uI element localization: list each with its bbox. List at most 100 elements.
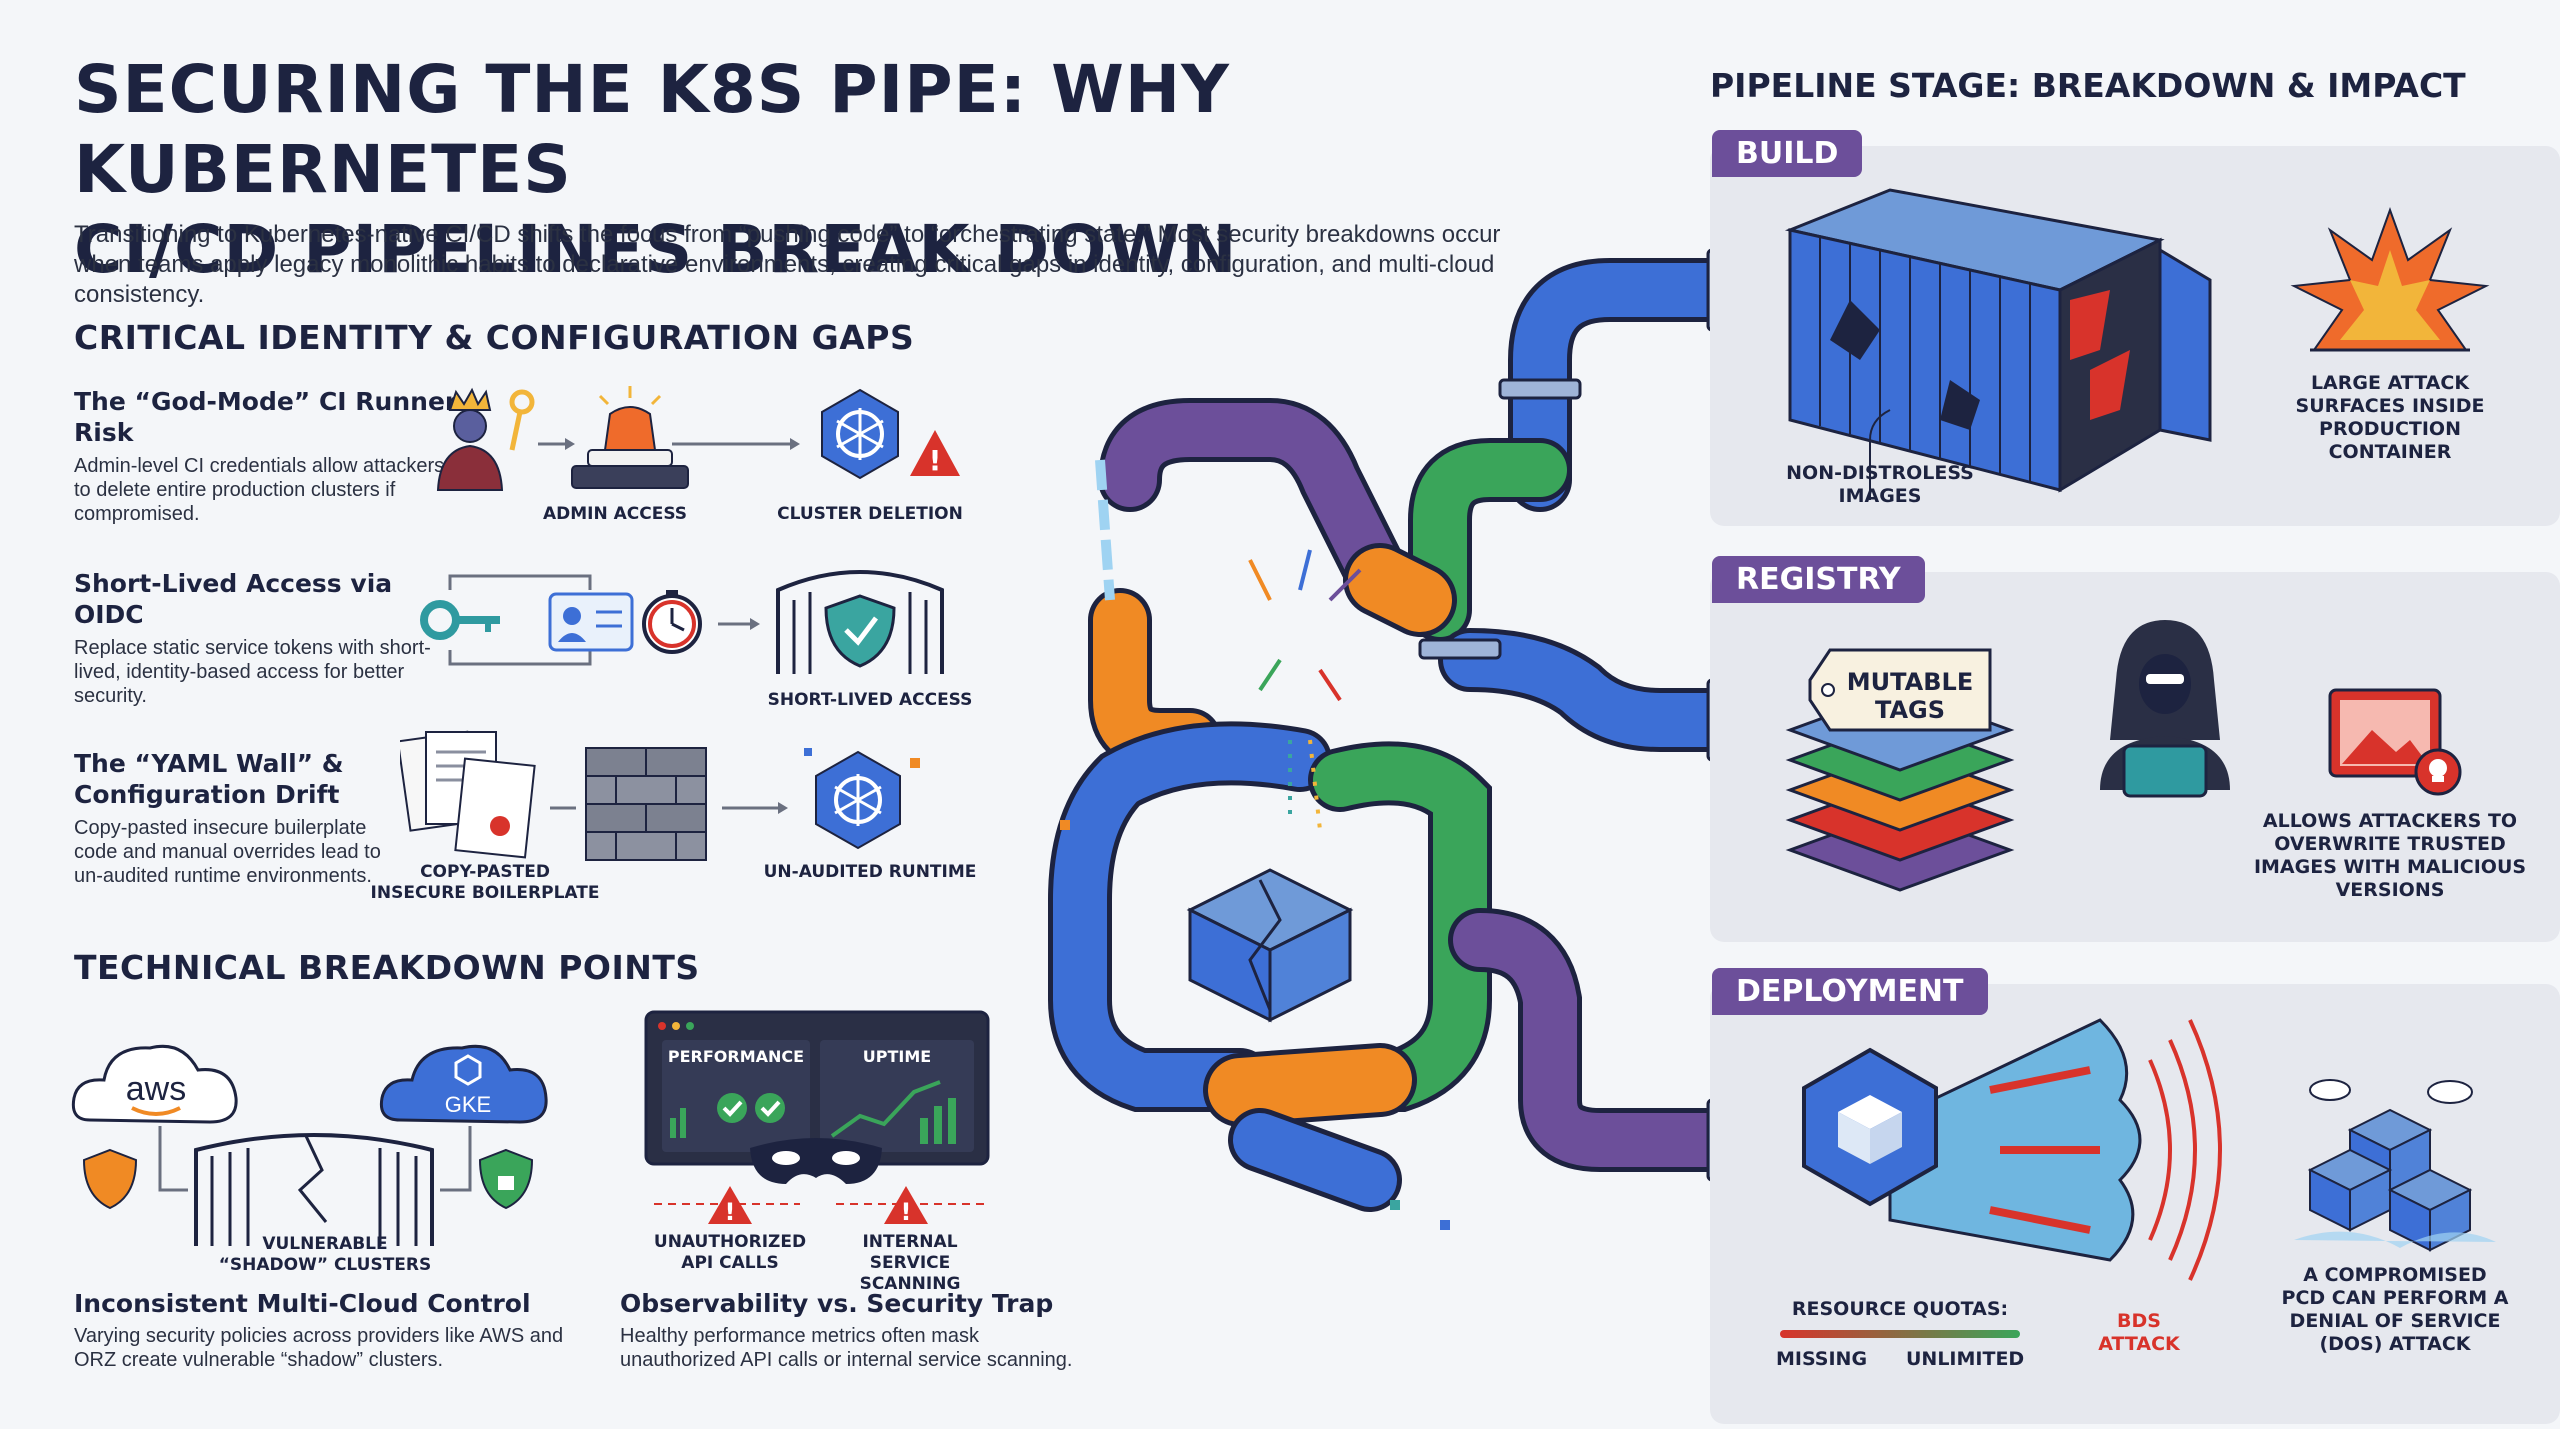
registry-stage-tag: REGISTRY [1712, 556, 1925, 603]
caption-line-1: UNAUTHORIZED [653, 1232, 807, 1252]
arrow [158, 1126, 188, 1192]
attack-line-2: ATTACK [2098, 1333, 2180, 1355]
broken-pipeline-illustration [1048, 248, 1772, 1230]
impact-line-2: OVERWRITE TRUSTED [2274, 833, 2506, 855]
pod-hexagon-icon [1802, 1047, 1938, 1207]
build-impact-text: LARGE ATTACK SURFACES INSIDE PRODUCTION … [2270, 372, 2510, 464]
gap-title: Short-Lived Access via OIDC [74, 569, 393, 629]
caption-unauthorized-api: UNAUTHORIZED API CALLS [640, 1232, 820, 1274]
impact-line-2: SURFACES INSIDE [2295, 395, 2485, 417]
observability-description: Healthy performance metrics often mask u… [620, 1325, 1073, 1371]
gap-item-yaml-wall: The “YAML Wall” & Configuration Drift Co… [74, 748, 404, 888]
svg-text:!: ! [901, 1198, 912, 1226]
caption-line-2: “SHADOW” CLUSTERS [218, 1255, 432, 1275]
gke-cloud-icon: GKE [379, 1044, 548, 1124]
shield-warning-icon [82, 1148, 138, 1210]
aws-cloud-icon: aws [71, 1044, 238, 1124]
observability-illustration: PERFORMANCE UPTIME ! ! [644, 1010, 990, 1226]
tag-icon [1808, 648, 1992, 732]
caption-short-lived-access: SHORT-LIVED ACCESS [767, 690, 973, 710]
leak-splashes [1095, 459, 1362, 831]
deployment-stage-tag: DEPLOYMENT [1712, 968, 1988, 1015]
caption-copy-pasted-boilerplate: COPY-PASTED INSECURE BOILERPLATE [370, 862, 600, 904]
bds-attack-label: BDS ATTACK [2094, 1310, 2184, 1356]
gate-shield-icon [776, 570, 944, 674]
aws-label: aws [126, 1070, 186, 1108]
observability-title: Observability vs. Security Trap [620, 1289, 1054, 1318]
stopwatch-icon [642, 590, 702, 654]
broken-cube-icon [1186, 868, 1354, 1023]
quota-missing-label: MISSING [1776, 1348, 1868, 1370]
malicious-image-icon [2328, 688, 2462, 796]
impact-line-2: PCD CAN PERFORM A [2281, 1287, 2509, 1309]
technical-heading: TECHNICAL BREAKDOWN POINTS [74, 948, 700, 987]
yaml-wall-illustration [400, 730, 920, 861]
caption-line-1: INTERNAL SERVICE [862, 1232, 958, 1273]
performance-panel-label: PERFORMANCE [668, 1047, 804, 1066]
caption-line-2: API CALLS [681, 1253, 779, 1273]
multi-cloud-illustration: aws GKE [71, 1044, 548, 1246]
caption-line-2: SCANNING [859, 1274, 961, 1294]
caption-line-1: COPY-PASTED [420, 862, 550, 882]
uptime-panel-label: UPTIME [863, 1047, 931, 1066]
warning-icon: ! [708, 1186, 752, 1226]
id-card-icon [548, 592, 634, 652]
quota-bar [1780, 1330, 2020, 1338]
explosion-icon [2290, 207, 2490, 352]
build-stage-tag: BUILD [1712, 130, 1863, 177]
shield-lock-icon [478, 1148, 534, 1210]
page-title-line-1: SECURING THE K8S PIPE: WHY KUBERNETES [74, 51, 1230, 208]
broken-container-icon [1784, 188, 2212, 493]
dashboard-monitor: PERFORMANCE UPTIME [644, 1010, 990, 1166]
impact-line-3: DENIAL OF SERVICE [2289, 1310, 2501, 1332]
cube-grid [2307, 1108, 2473, 1252]
mutable-tags-label: MUTABLE TAGS [1830, 668, 1990, 724]
page-title-line-2: CI/CD PIPELINES BREAK DOWN [74, 211, 1238, 288]
gap-description: Replace static service tokens with short… [74, 637, 431, 707]
king-icon [436, 387, 535, 491]
mask-icon [750, 1138, 882, 1184]
gap-item-god-mode: The “God-Mode” CI Runner Risk Admin-leve… [74, 386, 464, 526]
deployment-impact-text: A COMPROMISED PCD CAN PERFORM A DENIAL O… [2270, 1264, 2520, 1356]
gap-title-line-2: Configuration Drift [74, 780, 340, 809]
mutable-tags-illustration [1785, 648, 2015, 892]
resource-quotas-label: RESOURCE QUOTAS: [1791, 1298, 2009, 1320]
broken-pod-cubes-icon [2294, 1079, 2496, 1252]
brick-wall-icon [585, 747, 707, 861]
caption-line-2: IMAGES [1838, 485, 1922, 507]
pipeline-heading: PIPELINE STAGE: BREAKDOWN & IMPACT [1710, 66, 2466, 105]
impact-line-4: VERSIONS [2335, 879, 2445, 901]
caption-internal-scanning: INTERNAL SERVICE SCANNING [820, 1232, 1000, 1295]
caption-un-audited-runtime: UN-AUDITED RUNTIME [763, 862, 977, 882]
signal-waves [2148, 1019, 2222, 1281]
impact-line-1: LARGE ATTACK [2310, 372, 2470, 394]
check-icon [755, 1093, 785, 1123]
impact-line-1: A COMPROMISED [2303, 1264, 2487, 1286]
impact-line-4: (DoS) ATTACK [2319, 1333, 2471, 1355]
god-mode-illustration: ! [436, 386, 960, 491]
arrow [448, 574, 592, 590]
intro-text: Transitioning to Kubernetes-native CI/CD… [74, 221, 1501, 308]
attack-line-1: BDS [2117, 1310, 2161, 1332]
trend-line [830, 1080, 941, 1138]
page-title: SECURING THE K8S PIPE: WHY KUBERNETES CI… [74, 50, 1634, 290]
debris [1060, 820, 1450, 1230]
documents-icon [400, 730, 536, 859]
check-icon [717, 1093, 747, 1123]
pipes [1048, 258, 1772, 1212]
admin-alarm-icon [571, 386, 689, 489]
build-container-illustration [1784, 188, 2212, 500]
gap-title-line-1: The “YAML Wall” & [74, 749, 344, 778]
caption-non-distroless: NON-DISTROLESS IMAGES [1760, 462, 2000, 508]
gap-item-oidc: Short-Lived Access via OIDC Replace stat… [74, 568, 434, 708]
oidc-illustration [420, 570, 944, 674]
multicloud-description: Varying security policies across provide… [74, 1325, 564, 1371]
gap-title: The “God-Mode” CI Runner Risk [74, 387, 458, 447]
kubernetes-icon [821, 388, 899, 480]
warning-icon: ! [884, 1186, 928, 1226]
label-line-1: MUTABLE [1846, 668, 1974, 696]
dos-attack-illustration [1802, 1018, 2222, 1281]
quota-unlimited-label: UNLIMITED [1906, 1348, 2025, 1370]
svg-text:!: ! [725, 1198, 736, 1226]
registry-impact-text: ALLOWS ATTACKERS TO OVERWRITE TRUSTED IM… [2250, 810, 2530, 902]
